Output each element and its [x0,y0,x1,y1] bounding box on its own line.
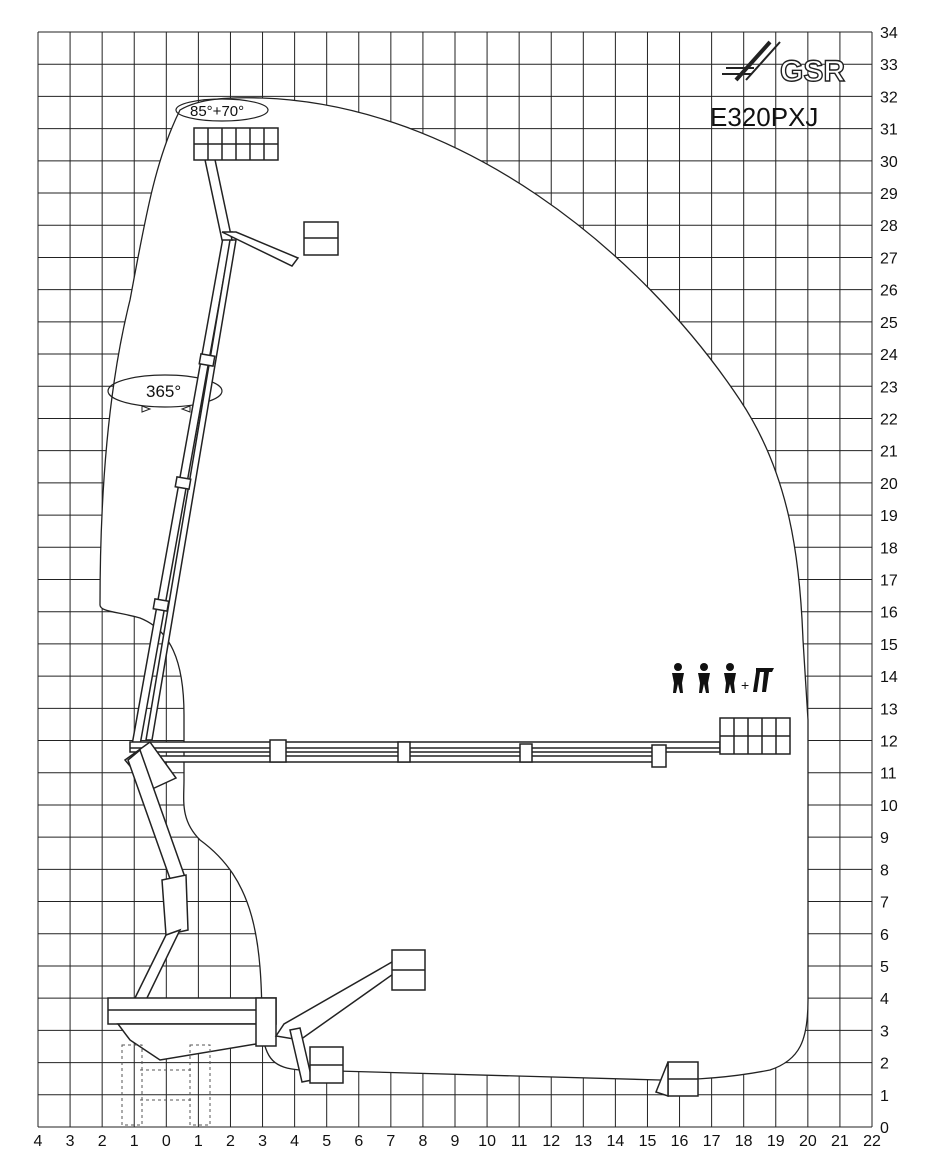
tools-icon [753,668,774,692]
y-tick-label: 18 [880,540,898,557]
x-tick-label: 21 [831,1133,849,1150]
boom-raised [131,127,339,746]
x-tick-label: 5 [322,1133,331,1150]
y-tick-label: 7 [880,895,889,912]
y-tick-label: 31 [880,122,898,139]
y-tick-label: 19 [880,508,898,525]
y-tick-label: 8 [880,862,889,879]
y-tick-label: 13 [880,701,898,718]
turret-rotation-indicator: 365° [107,374,223,413]
x-tick-label: 0 [162,1133,171,1150]
x-tick-label: 17 [703,1133,721,1150]
y-tick-label: 4 [880,991,889,1008]
y-tick-label: 30 [880,154,898,171]
y-tick-label: 23 [880,379,898,396]
y-tick-label: 21 [880,444,898,461]
y-tick-label: 1 [880,1088,889,1105]
y-tick-label: 24 [880,347,898,364]
x-tick-label: 22 [863,1133,881,1150]
x-tick-label: 15 [639,1133,657,1150]
y-tick-label: 14 [880,669,898,686]
capacity-pictogram: + [672,663,774,693]
x-tick-label: 4 [290,1133,299,1150]
x-tick-label: 10 [478,1133,496,1150]
boom-horizontal [123,717,791,791]
model-name: E320PXJ [710,102,818,132]
y-tick-label: 12 [880,734,898,751]
y-tick-label: 5 [880,959,889,976]
lower-structure [107,748,699,1098]
basket-rotation-indicator: 85°+70° [175,98,269,122]
y-tick-label: 33 [880,57,898,74]
working-envelope [99,97,809,1081]
gsr-logo: GSR [722,40,846,89]
x-tick-label: 18 [735,1133,753,1150]
x-tick-label: 11 [511,1133,528,1150]
y-tick-label: 9 [880,830,889,847]
x-tick-label: 6 [354,1133,363,1150]
y-tick-label: 6 [880,927,889,944]
y-tick-label: 10 [880,798,898,815]
y-tick-label: 29 [880,186,898,203]
y-tick-label: 22 [880,411,898,428]
x-tick-label: 14 [606,1133,624,1150]
y-tick-label: 3 [880,1023,889,1040]
person-icon [698,663,710,693]
y-tick-label: 2 [880,1056,889,1073]
y-tick-label: 32 [880,89,898,106]
x-tick-label: 3 [258,1133,267,1150]
y-tick-label: 34 [880,25,898,42]
turret-rotation-label: 365° [146,382,181,401]
y-tick-label: 28 [880,218,898,235]
x-tick-label: 13 [574,1133,592,1150]
x-tick-label: 20 [799,1133,817,1150]
person-icon [724,663,736,693]
x-tick-label: 4 [34,1133,43,1150]
x-tick-label: 12 [542,1133,560,1150]
x-tick-label: 8 [418,1133,427,1150]
outrigger-footprint [121,1044,211,1126]
x-tick-label: 1 [194,1133,203,1150]
x-tick-label: 1 [130,1133,139,1150]
y-tick-label: 25 [880,315,898,332]
x-tick-label: 2 [98,1133,107,1150]
x-tick-label: 2 [226,1133,235,1150]
y-tick-label: 11 [880,766,897,783]
x-tick-label: 16 [671,1133,689,1150]
basket-rotation-label: 85°+70° [190,103,244,120]
y-tick-label: 17 [880,573,898,590]
capacity-plus: + [741,677,749,693]
x-tick-label: 7 [386,1133,395,1150]
y-tick-label: 16 [880,605,898,622]
y-tick-label: 20 [880,476,898,493]
x-tick-label: 19 [767,1133,785,1150]
y-tick-label: 26 [880,283,898,300]
x-tick-label: 9 [451,1133,460,1150]
y-tick-label: 27 [880,250,898,267]
person-icon [672,663,684,693]
y-tick-label: 15 [880,637,898,654]
logo-text: GSR [780,55,845,88]
y-tick-label: 0 [880,1120,889,1137]
y-axis-ticks: 0123456789101112131415161718192021222324… [880,25,898,1137]
x-tick-label: 3 [66,1133,75,1150]
